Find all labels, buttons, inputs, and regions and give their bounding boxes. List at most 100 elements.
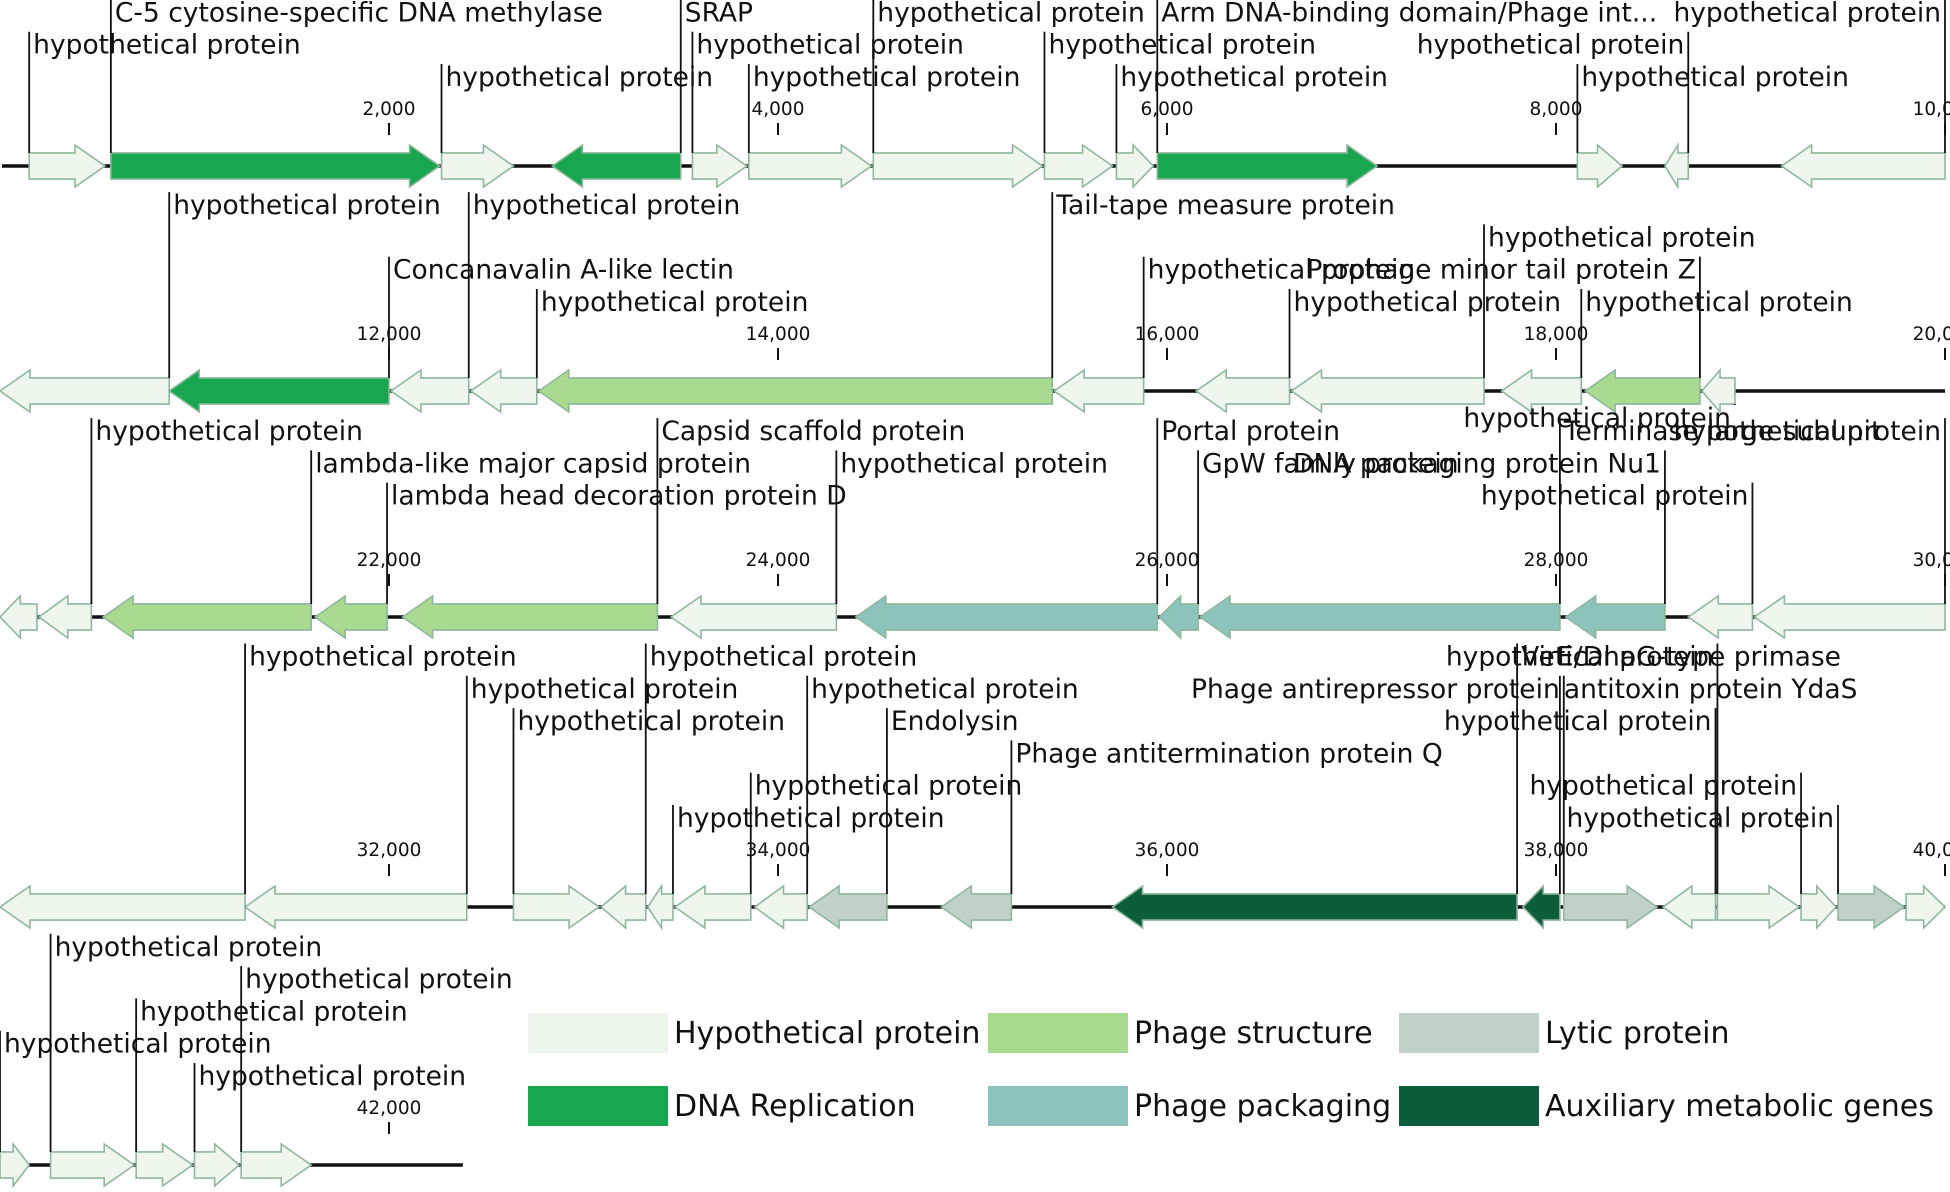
gene-arrow	[389, 368, 470, 414]
gene-arrow	[1576, 143, 1624, 189]
tick-label: 8,000	[1530, 99, 1583, 120]
tick-label: 4,000	[752, 99, 805, 120]
gene-arrow	[939, 884, 1013, 930]
gene-arrow	[673, 884, 752, 930]
gene-label: hypothetical protein	[473, 190, 741, 221]
tick-label: 28,000	[1524, 550, 1589, 571]
gene-label: hypothetical protein	[1463, 403, 1731, 434]
gene-label: hypothetical protein	[1120, 62, 1388, 93]
gene-label: hypothetical protein	[677, 803, 945, 834]
gene-label: Phage antitermination protein Q	[1015, 738, 1442, 769]
gene-arrow	[0, 1141, 31, 1189]
gene-label: hypothetical protein	[1673, 0, 1941, 28]
gene-label: hypothetical protein	[1530, 771, 1798, 802]
gene-label: C-5 cytosine-specific DNA methylase	[115, 0, 603, 28]
gene-label: hypothetical protein	[1446, 642, 1714, 673]
gene-arrow	[1752, 594, 1946, 640]
gene-arrow	[0, 368, 171, 414]
gene-arrow	[1052, 368, 1145, 414]
gene-arrow	[1583, 368, 1701, 414]
gene-arrow	[1521, 884, 1561, 930]
legend-item: DNA Replication	[528, 1086, 916, 1126]
gene-arrow	[691, 143, 749, 189]
gene-arrow	[854, 594, 1159, 640]
gene-arrow	[0, 884, 246, 930]
gene-arrow	[313, 594, 388, 640]
gene-label: hypothetical protein	[1148, 255, 1416, 286]
gene-label: hypothetical protein	[517, 706, 785, 737]
gene-label: hypothetical protein	[1481, 481, 1749, 512]
gene-label: Tail-tape measure protein	[1055, 190, 1395, 221]
legend-item: Phage packaging	[988, 1086, 1391, 1126]
legend-label: Auxiliary metabolic genes	[1545, 1089, 1934, 1124]
gene-arrow	[807, 884, 888, 930]
gene-label: hypothetical protein	[199, 1061, 467, 1092]
gene-label: Prophage minor tail protein Z	[1306, 255, 1696, 286]
tick-label: 20,000	[1913, 324, 1950, 345]
tick-label: 22,000	[357, 550, 422, 571]
gene-label: Terminase large subunit	[1563, 416, 1882, 447]
gene-arrow	[1663, 142, 1690, 190]
genome-row: 32,00034,00036,00038,00040,000hypothetic…	[0, 642, 1950, 931]
gene-label: lambda-like major capsid protein	[315, 448, 751, 479]
gene-arrow	[1661, 884, 1717, 930]
gene-label: Phage antirepressor protein	[1191, 674, 1560, 705]
tick-label: 24,000	[746, 550, 811, 571]
gene-label: hypothetical protein	[877, 0, 1145, 28]
gene-label: SRAP	[685, 0, 753, 28]
gene-label: hypothetical protein	[755, 771, 1023, 802]
tick-label: 26,000	[1135, 550, 1200, 571]
gene-label: hypothetical protein	[1581, 62, 1849, 93]
tick-label: 38,000	[1524, 840, 1589, 861]
gene-arrow	[753, 884, 808, 930]
gene-arrow	[1500, 368, 1583, 414]
gene-arrow	[1564, 594, 1666, 640]
gene-label: hypothetical protein	[1294, 287, 1562, 318]
gene-arrow	[28, 143, 107, 189]
gene-label: hypothetical protein	[840, 448, 1108, 479]
gene-arrow	[1115, 143, 1155, 189]
gene-arrow	[1562, 884, 1659, 930]
gene-label: hypothetical protein	[1444, 706, 1712, 737]
gene-label: hypothetical protein	[471, 674, 739, 705]
gene-label: hypothetical protein	[811, 674, 1079, 705]
tick-label: 16,000	[1135, 324, 1200, 345]
gene-label: hypothetical protein	[541, 287, 809, 318]
gene-arrow	[101, 594, 312, 640]
legend-swatch	[528, 1013, 668, 1053]
gene-label: hypothetical protein	[1488, 222, 1756, 253]
gene-arrow	[1194, 368, 1291, 414]
tick-label: 6,000	[1141, 99, 1194, 120]
gene-arrow	[1156, 143, 1379, 189]
legend-label: Phage structure	[1134, 1016, 1373, 1051]
gene-label: Endolysin	[891, 706, 1019, 737]
gene-arrow	[440, 143, 515, 189]
gene-label: Arm DNA-binding domain/Phage int...	[1161, 0, 1657, 28]
gene-arrow	[135, 1142, 194, 1188]
legend-swatch	[988, 1086, 1128, 1126]
gene-arrow	[1780, 143, 1946, 189]
gene-arrow	[240, 1142, 313, 1188]
gene-arrow	[872, 143, 1044, 189]
gene-label: hypothetical protein	[4, 1029, 272, 1060]
gene-label: hypothetical protein	[696, 30, 964, 61]
gene-arrow	[537, 368, 1054, 414]
gene-arrow	[193, 1142, 241, 1188]
gene-label: VirE/DnaG-type primase	[1521, 642, 1841, 673]
tick-label: 2,000	[363, 99, 416, 120]
tick-label: 18,000	[1524, 324, 1589, 345]
gene-arrow	[550, 143, 682, 189]
gene-label: Concanavalin A-like lectin	[393, 255, 734, 286]
tick-label: 10,000	[1913, 99, 1950, 120]
legend-swatch	[988, 1013, 1128, 1053]
legend-item: Phage structure	[988, 1013, 1373, 1053]
gene-arrow	[243, 884, 468, 930]
gene-arrow	[1111, 884, 1518, 930]
gene-arrow	[1837, 884, 1906, 930]
legend-swatch	[528, 1086, 668, 1126]
gene-label: hypothetical protein	[1417, 30, 1685, 61]
genome-row: 2,000 4,000 6,000 8,000 10,000 hypothetical p…	[2, 0, 1950, 190]
gene-label: hypothetical protein	[95, 416, 363, 447]
